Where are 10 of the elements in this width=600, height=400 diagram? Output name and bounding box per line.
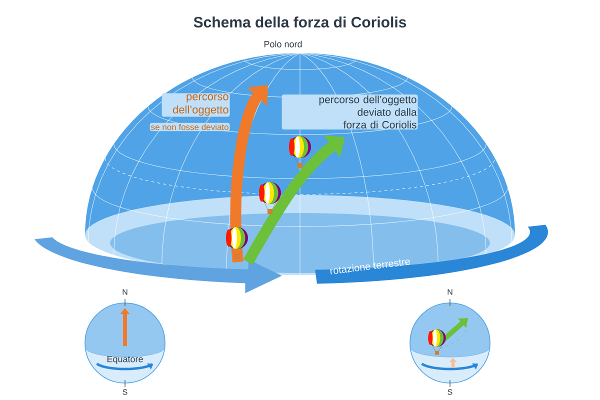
title: Schema della forza di Coriolis [194,16,406,28]
label: S [122,389,128,395]
label: Equatore [107,356,143,364]
label: N [122,289,128,295]
label: N [448,289,452,295]
label: rotazione terrestre [330,259,410,274]
label: S [448,389,452,395]
label: Polo nord [264,40,302,48]
label: percorso dell’oggetto deviato dalla forza di Coriolis [282,94,418,130]
label: percorso dell’oggetto [162,93,230,117]
